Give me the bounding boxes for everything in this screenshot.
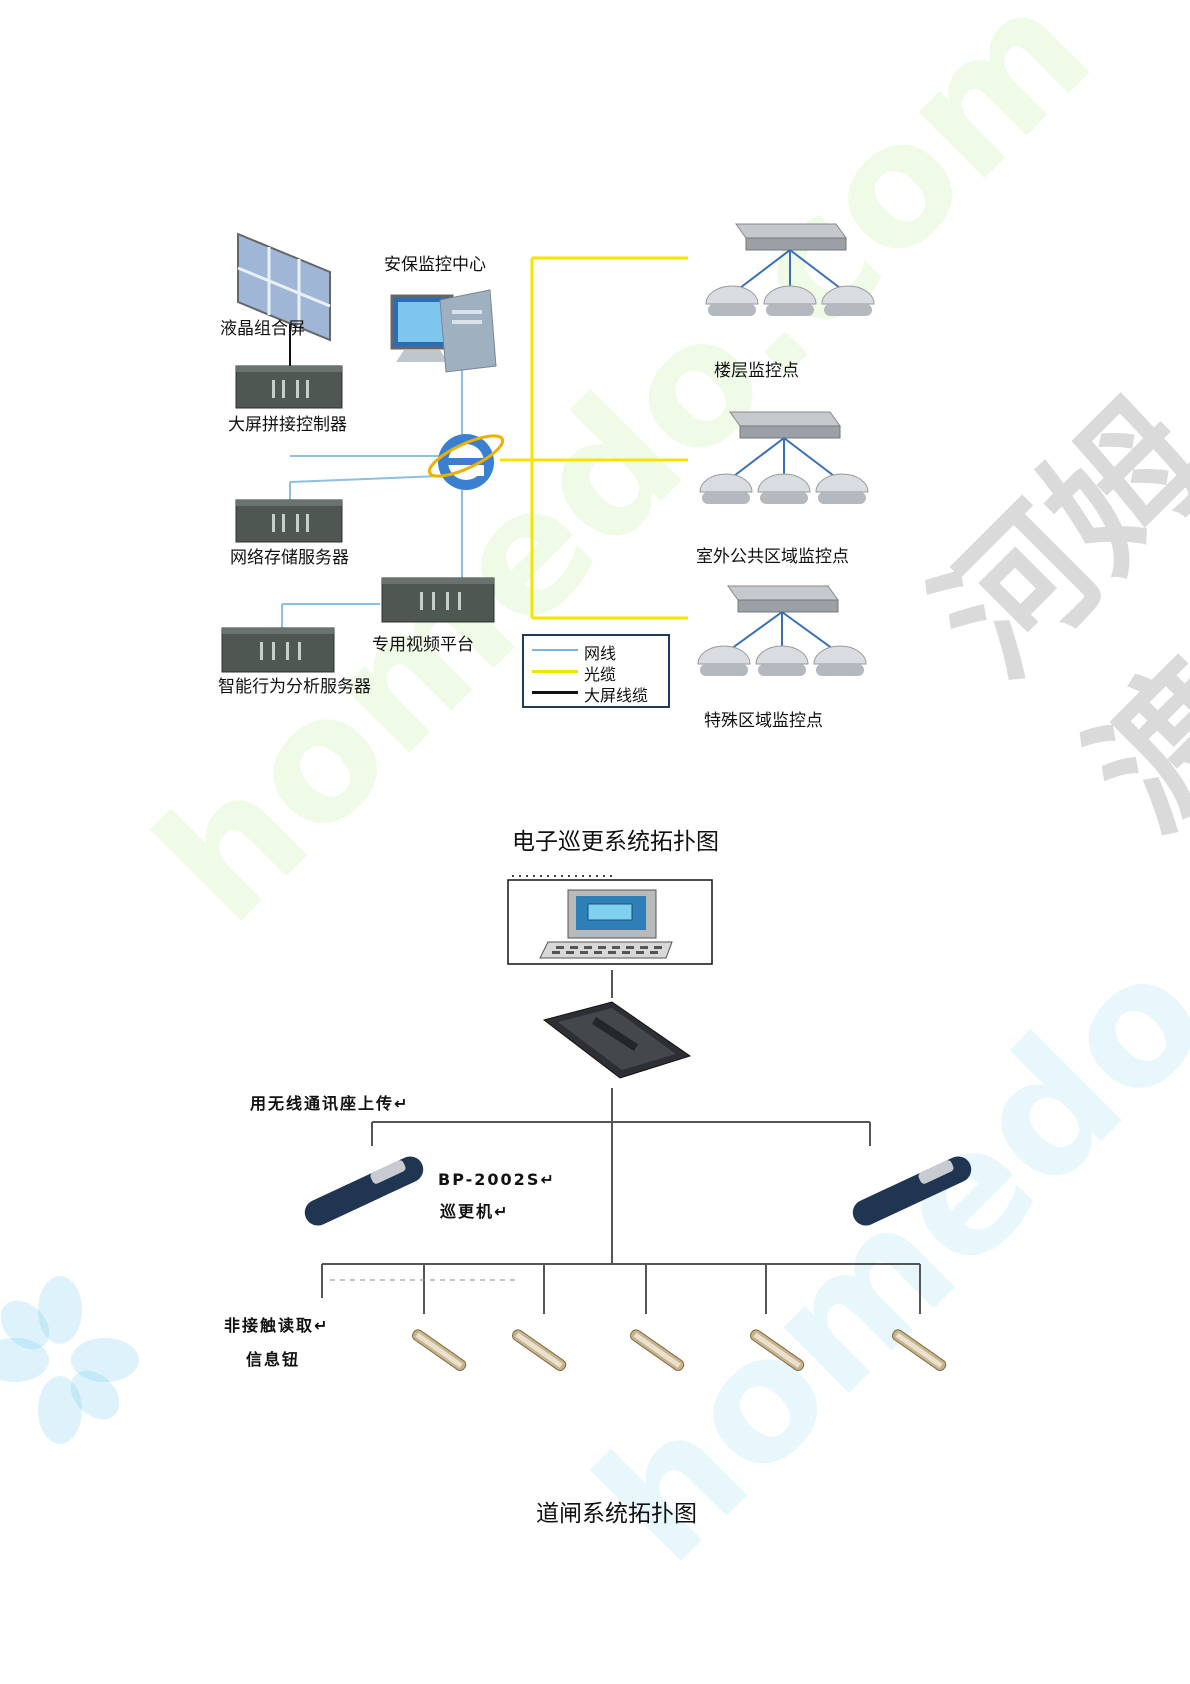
legend-network-line <box>532 649 578 651</box>
legend-screen-cable: 大屏线缆 <box>524 682 668 705</box>
desktop-computer-icon <box>539 889 673 959</box>
info-button-icons <box>412 1329 947 1371</box>
video-platform-label: 专用视频平台 <box>372 635 474 655</box>
legend-fiber-text: 光缆 <box>584 665 617 684</box>
behavior-server-label: 智能行为分析服务器 <box>218 677 371 697</box>
fiber-cables <box>500 256 688 620</box>
lcd-wall-label: 液晶组合屏 <box>220 319 305 339</box>
special-switch-icon <box>727 585 839 613</box>
legend-fiber-line <box>532 670 578 673</box>
patrol-device-right-icon <box>852 1156 972 1226</box>
storage-server-icon <box>235 499 343 543</box>
storage-server-label: 网络存储服务器 <box>230 548 349 568</box>
patrol-connections <box>321 970 921 1314</box>
watermark-flower-icon <box>0 1276 139 1444</box>
special-monitoring-point-label: 特殊区域监控点 <box>704 711 823 731</box>
splice-controller-icon <box>235 365 343 409</box>
outdoor-monitoring-point-label: 室外公共区域监控点 <box>696 547 849 567</box>
device-model-label: BP-2002S↵ <box>438 1170 556 1189</box>
cable-legend: 网线 光缆 大屏线缆 <box>522 634 670 708</box>
legend-network: 网线 <box>524 640 668 663</box>
internet-icon <box>427 434 505 490</box>
network-cables <box>281 370 463 628</box>
wireless-upload-label: 用无线通讯座上传↵ <box>250 1094 410 1113</box>
floor-dome-camera-icons <box>705 285 875 316</box>
wireless-dock-icon <box>542 1001 692 1079</box>
legend-screen-cable-line <box>532 691 578 694</box>
monitoring-center-label: 安保监控中心 <box>384 255 486 275</box>
splice-controller-label: 大屏拼接控制器 <box>228 415 347 435</box>
outdoor-switch-icon <box>729 411 841 439</box>
device-name-label: 巡更机↵ <box>440 1202 510 1221</box>
legend-network-text: 网线 <box>584 644 617 663</box>
legend-screen-cable-text: 大屏线缆 <box>584 686 649 705</box>
patrol-topology-diagram <box>304 875 972 1371</box>
security-topology-diagram <box>221 223 875 676</box>
patrol-device-left-icon <box>304 1156 424 1226</box>
patrol-topology-caption: 电子巡更系统拓扑图 <box>512 829 719 855</box>
contactless-read-label: 非接触读取↵ <box>224 1316 330 1335</box>
video-platform-icon <box>381 577 495 623</box>
legend-fiber: 光缆 <box>524 661 668 684</box>
computer-frame <box>507 879 713 965</box>
outdoor-dome-camera-icons <box>699 473 869 504</box>
behavior-server-icon <box>221 627 335 673</box>
info-button-label: 信息钮 <box>246 1350 301 1369</box>
floor-switch-icon <box>735 223 847 251</box>
lcd-wall-icon <box>237 232 331 342</box>
gate-topology-caption: 道闸系统拓扑图 <box>536 1501 697 1527</box>
computer-icon <box>390 289 497 373</box>
floor-monitoring-point-label: 楼层监控点 <box>714 361 799 381</box>
special-dome-camera-icons <box>697 645 867 676</box>
